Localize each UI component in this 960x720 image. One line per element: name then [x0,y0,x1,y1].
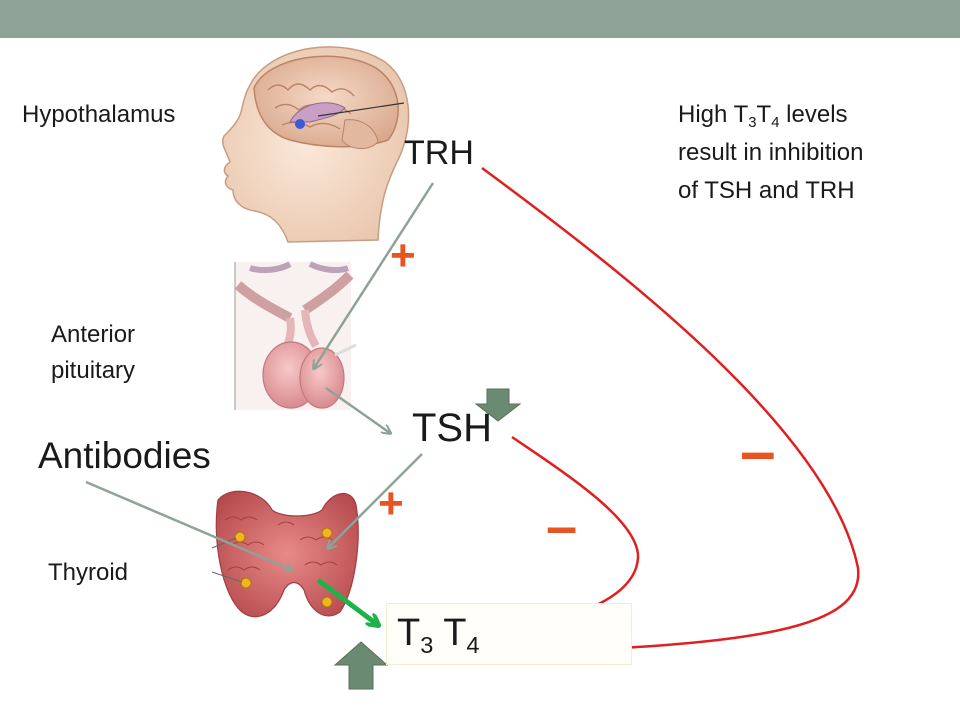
tsh-label: TSH [412,406,492,450]
note-levels: levels [779,101,848,128]
plus-sign-trh: + [390,231,416,280]
inhibition-curve-trh [481,166,860,655]
thyroid-to-t3t4-arrow [316,578,378,625]
note-sub3: 3 [748,115,757,132]
t3-sub: 3 [420,632,434,659]
t3t4-label: T3 T4 [397,612,480,659]
note-sub4: 4 [771,115,780,132]
plus-sign-tsh: + [378,479,404,528]
minus-sign-trh: – [740,415,776,487]
feedback-note-line3: of TSH and TRH [678,177,855,204]
t4-t: T [443,612,467,654]
thyroid-label: Thyroid [48,559,129,586]
note-high-t: High T [678,101,749,128]
t4-sub: 4 [466,632,480,659]
antibodies-to-thyroid-arrow [85,480,292,570]
t3t4-up-block-arrow [333,641,389,690]
thyroid-illustration [211,490,359,618]
feedback-note-line1: High T3T4 levels [678,98,848,135]
t3t4-box [386,603,632,665]
tsh-to-thyroid-arrow [328,453,423,548]
antibodies-label: Antibodies [38,435,211,476]
feedback-note-line2: result in inhibition [678,139,864,166]
anterior-pituitary-label-line2: pituitary [51,357,136,384]
tsh-down-block-arrow [474,388,522,422]
trh-to-pituitary-arrow [314,182,435,368]
head-brain-illustration [221,46,410,243]
trh-label: TRH [404,134,474,172]
note-t: T [756,101,772,128]
header-bar [0,0,960,38]
t3-t: T [397,612,421,654]
anterior-pituitary-label-line1: Anterior [51,321,136,348]
pituitary-illustration [234,261,357,410]
minus-sign-tsh: – [546,494,578,557]
pituitary-to-tsh-arrow [325,386,390,433]
hypothalamus-label: Hypothalamus [22,101,176,128]
